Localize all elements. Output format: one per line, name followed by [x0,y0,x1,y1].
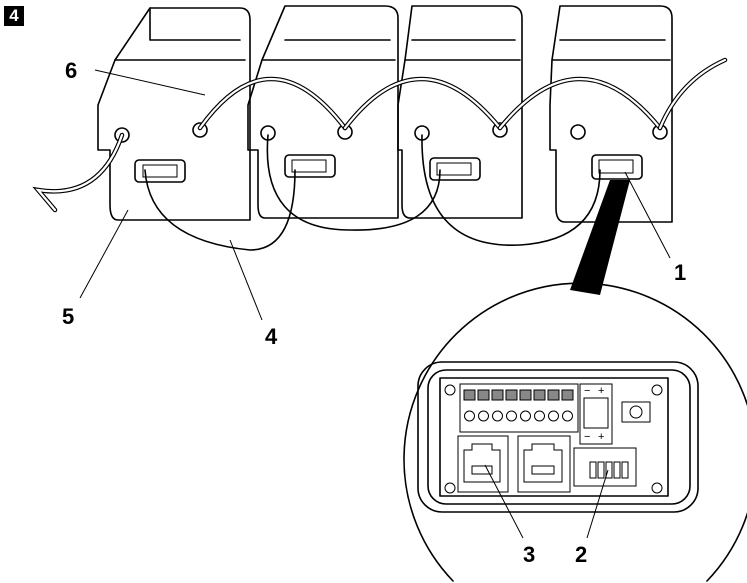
callout-5: 5 [62,304,74,329]
terminal-screw [477,389,490,401]
terminal-opening [520,410,531,422]
callout-4: 4 [265,324,278,349]
terminal-opening [562,410,573,422]
terminal-opening [492,410,503,422]
battery-1 [97,7,251,221]
dip-switch [573,447,637,487]
comm-cables [144,134,601,251]
battery-2 [247,5,399,219]
callout-2: 2 [575,542,587,567]
terminal-screw [491,389,504,401]
callout-6: 6 [65,58,77,83]
rj45-port-2 [517,435,571,493]
terminal-screw [547,389,560,401]
terminal-opening [478,410,489,422]
magnifier-circle [403,282,747,582]
leader-lines [79,69,671,539]
callout-1: 1 [674,260,686,285]
minus-mark: − [584,431,590,443]
terminal-screw [561,389,574,401]
terminal-opening [464,410,475,422]
terminal-opening [534,410,545,422]
terminal-opening [506,410,517,422]
terminal-opening [548,410,559,422]
terminal-screw [463,389,476,401]
battery-3 [397,5,523,219]
magnifier-pointer [570,180,630,295]
minus-mark: − [584,385,590,397]
series-cables [32,57,728,213]
step-number-badge: 4 [4,6,24,26]
fuse-holder: − + − + [579,383,613,445]
plus-mark: + [598,431,604,443]
plus-mark: + [598,385,604,397]
battery-4 [549,5,673,223]
terminal-block [459,383,579,433]
terminal-screw [533,389,546,401]
terminal-screw [505,389,518,401]
callout-3: 3 [523,542,535,567]
rj45-port-1 [457,435,509,493]
magnified-detail: − + − + [403,282,747,582]
push-button [621,401,651,423]
terminal-screw [519,389,532,401]
